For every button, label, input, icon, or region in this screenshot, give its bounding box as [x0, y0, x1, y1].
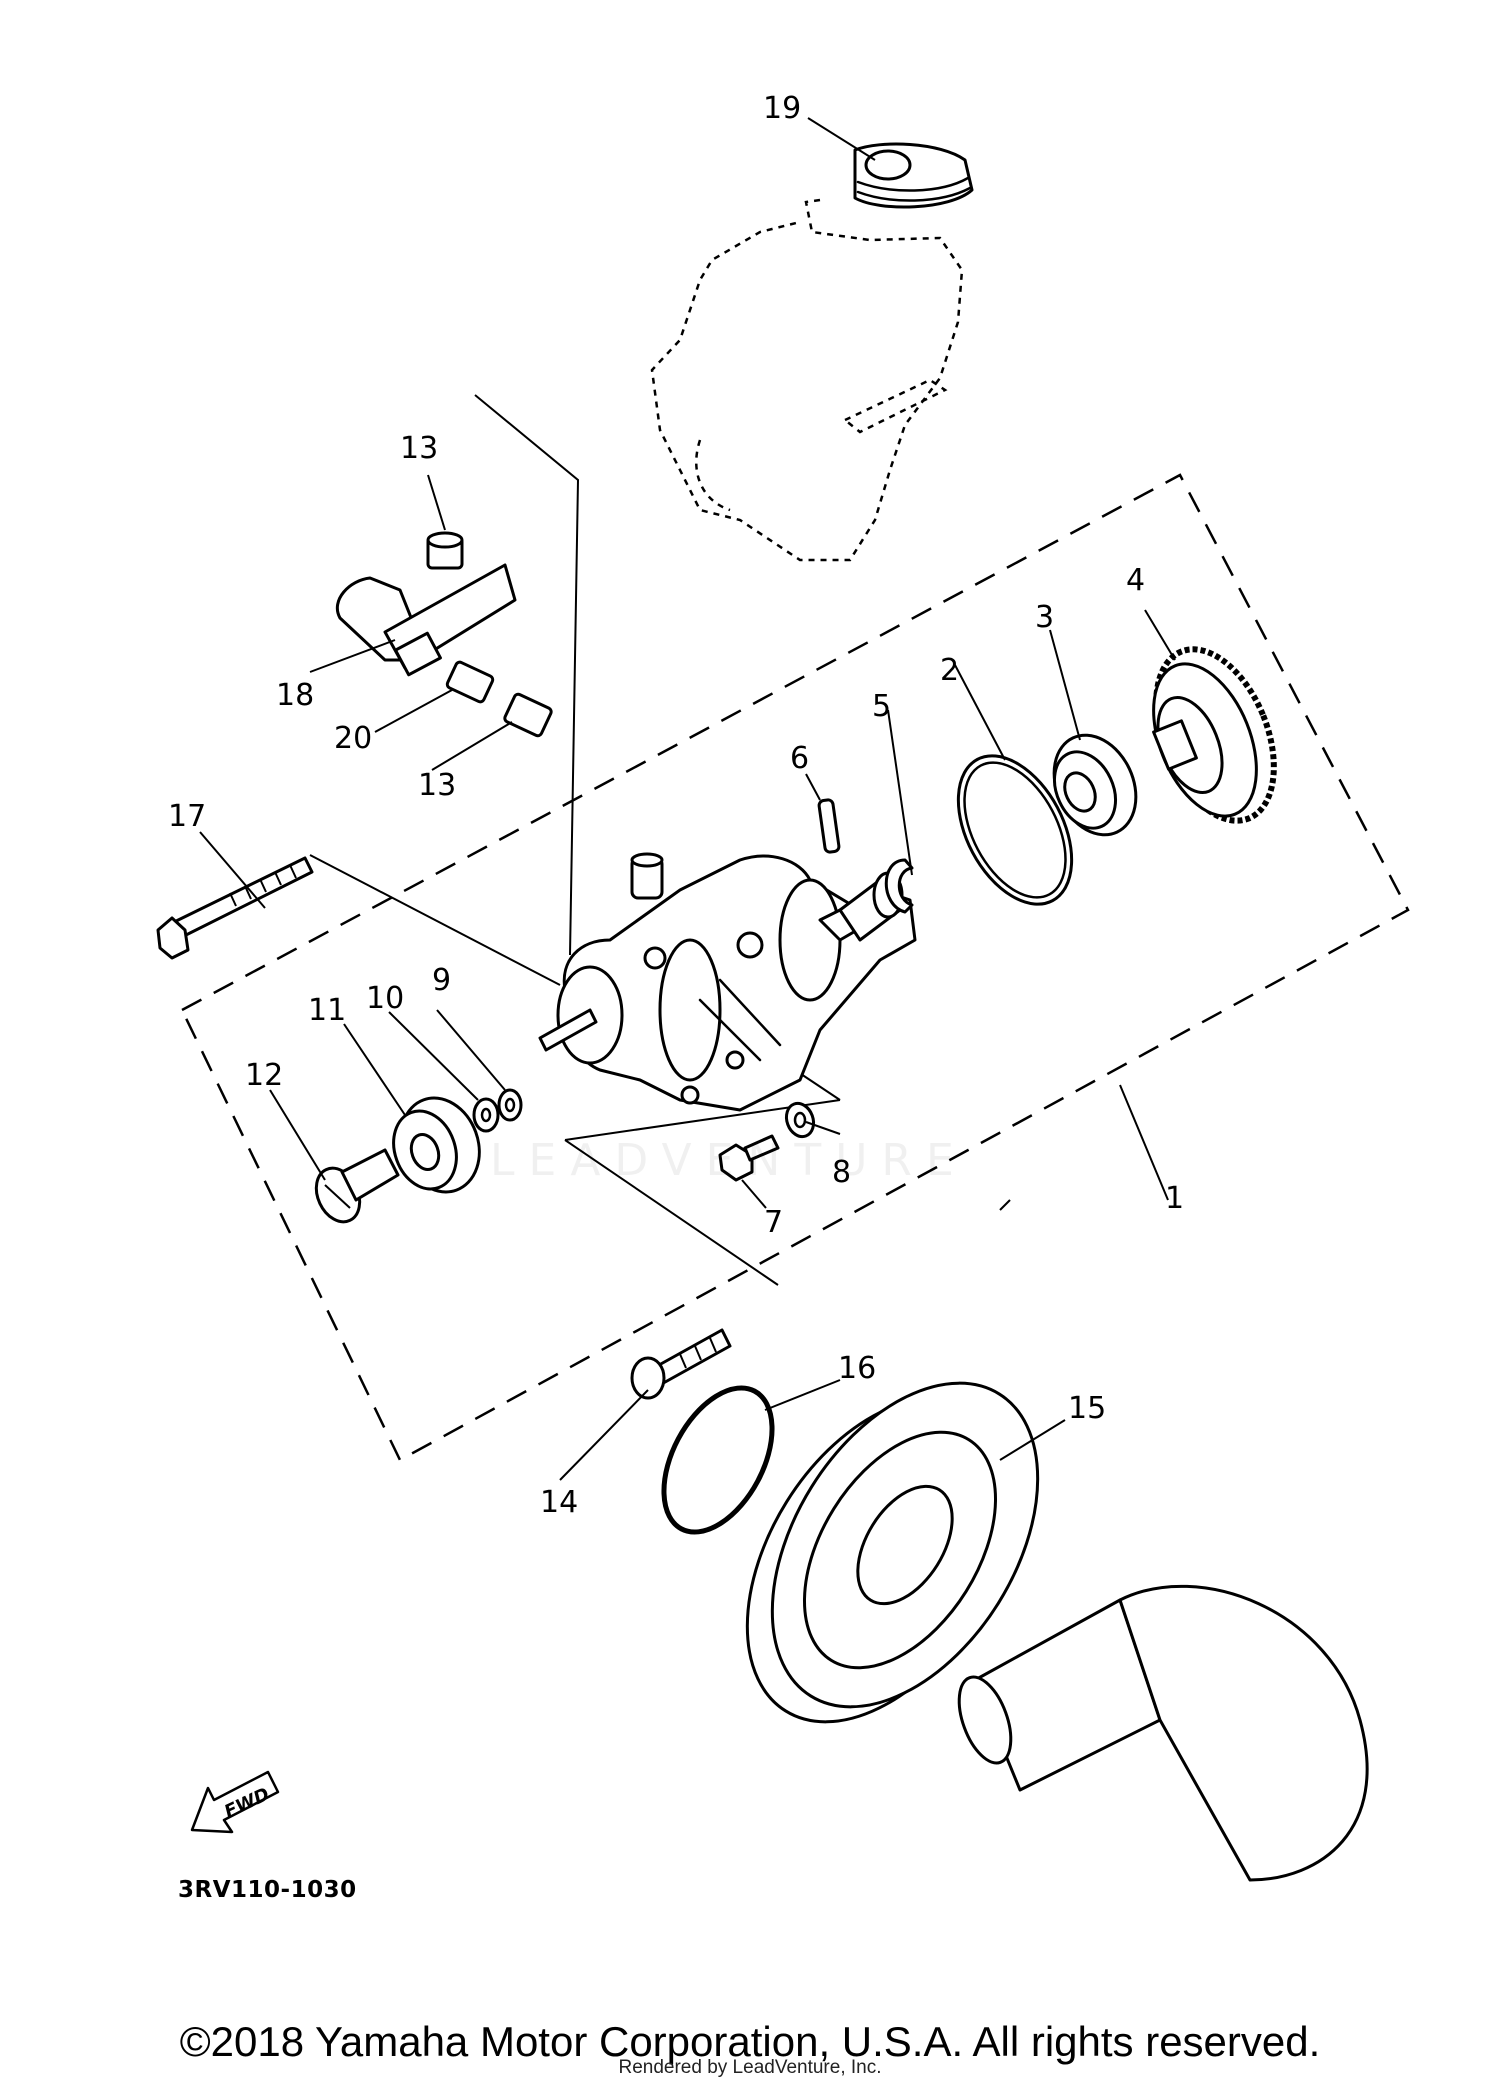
callout-13-upper: 13 — [400, 431, 438, 466]
part-12-screw — [314, 1148, 400, 1224]
part-6-pin — [817, 798, 841, 854]
rendered-by-note: Rendered by LeadVenture, Inc. — [618, 2057, 882, 2078]
part-5-circlip — [884, 858, 914, 914]
callout-10: 10 — [366, 981, 404, 1016]
callout-20: 20 — [334, 721, 372, 756]
crankcase-outline — [650, 198, 964, 562]
callout-8: 8 — [832, 1155, 851, 1190]
callout-leaders — [199, 117, 1176, 1481]
callout-labels: 19 13 18 20 13 17 4 3 2 5 6 9 10 11 12 8… — [168, 91, 1184, 1520]
part-13-lower-collar — [503, 692, 553, 738]
callout-13-lower: 13 — [418, 768, 456, 803]
part-9-washer — [497, 1088, 523, 1122]
part-16-oil-pipe — [335, 563, 517, 677]
part-18-gear-cover — [745, 1381, 1040, 1724]
callout-17: 19 — [763, 91, 801, 126]
part-7-bolt — [718, 1134, 780, 1182]
callout-15: 17 — [168, 799, 206, 834]
part-3-bearing — [1052, 733, 1138, 837]
fwd-arrow-icon: FWD — [190, 1770, 280, 1834]
callout-4: 4 — [1126, 563, 1145, 598]
part-4-gear — [1152, 646, 1277, 824]
part-17-cap — [853, 142, 974, 209]
callout-12: 12 — [245, 1058, 283, 1093]
part-2-o-ring — [956, 754, 1074, 906]
part-20-bush — [445, 660, 495, 704]
callout-7: 7 — [764, 1205, 783, 1240]
part-8-washer — [784, 1101, 816, 1139]
part-13-upper-collar — [426, 531, 464, 570]
callout-6: 6 — [790, 741, 809, 776]
part-19-o-ring — [661, 1385, 775, 1535]
part-11-oil-seal — [392, 1096, 481, 1194]
part-14-bolt — [630, 1328, 732, 1400]
watermark: LEADVENTURE — [490, 1135, 968, 1186]
diagram-code: 3RV110-1030 — [178, 1877, 357, 1903]
crankshaft — [957, 1584, 1369, 1882]
callout-16: 18 — [276, 678, 314, 713]
callout-11: 11 — [308, 993, 346, 1028]
assembly-boundary — [180, 473, 1410, 1462]
copyright-notice: ©2018 Yamaha Motor Corporation, U.S.A. A… — [179, 2018, 1321, 2065]
part-1-oil-pump — [538, 852, 917, 1112]
callout-3: 3 — [1035, 600, 1054, 635]
callout-2: 2 — [940, 653, 959, 688]
callout-9: 9 — [432, 963, 451, 998]
callout-19: 16 — [838, 1351, 876, 1386]
part-15-bolt — [156, 856, 314, 960]
callout-18: 15 — [1068, 1391, 1106, 1426]
callout-5: 5 — [872, 689, 891, 724]
callout-1: 1 — [1165, 1181, 1184, 1216]
part-10-washer — [472, 1097, 500, 1133]
callout-14: 14 — [540, 1485, 578, 1520]
